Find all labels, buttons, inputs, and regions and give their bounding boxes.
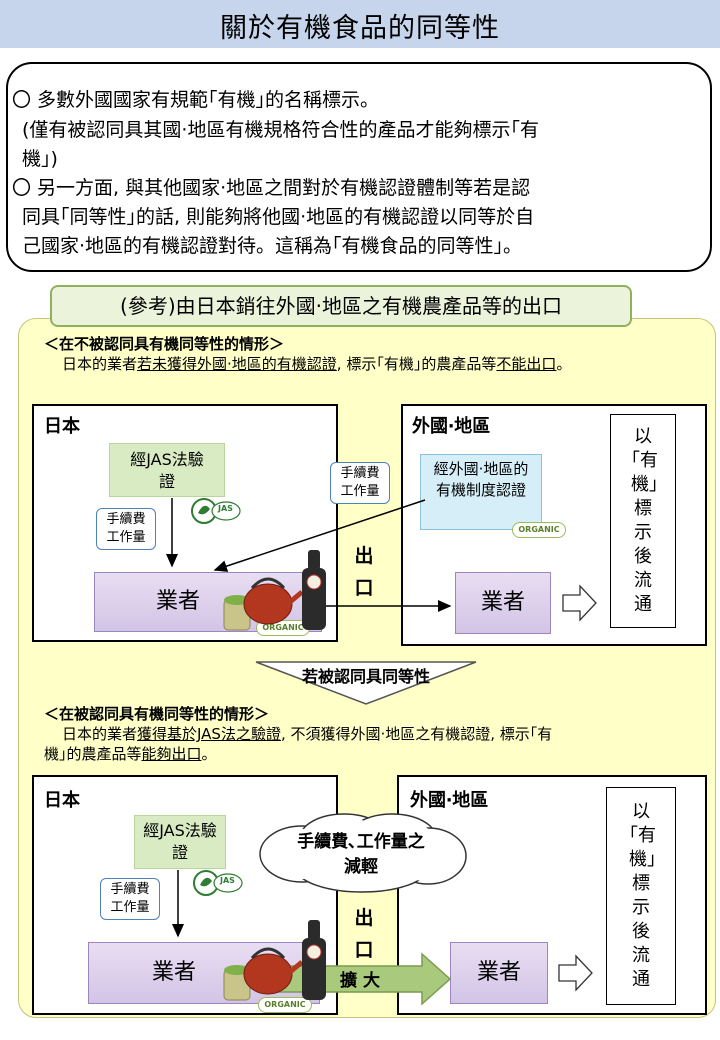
case2-text-pre2: 機｣的農產品等: [44, 745, 142, 763]
intro-line-3: 機｣): [22, 148, 58, 170]
case2-text-end2: 。: [201, 745, 217, 763]
intro-line-4: 〇 另一方面, 與其他國家‧地區之間對於有機認證體制等若是認: [12, 177, 531, 199]
transition-label: 若被認同具同等性: [301, 667, 430, 686]
case1-export-label: 出口: [354, 545, 374, 599]
case1-foreign-label: 外國‧地區: [412, 416, 491, 437]
title-bar: [0, 0, 720, 48]
intro-line-1: 〇 多數外國國家有規範｢有機｣的名稱標示。: [12, 89, 380, 111]
case1-heading: ＜在不被認同具有機同等性的情形＞: [44, 335, 285, 353]
case2-fee-label: 手續費工作量: [100, 878, 160, 920]
intro-line-6: 己國家‧地區的有機認證對待。這稱為｢有機食品的同等性｣。: [22, 235, 523, 257]
case1-jas-cert-box: 經JAS法驗證: [109, 443, 225, 497]
intro-box: 〇 多數外國國家有規範｢有機｣的名稱標示。 (僅有被認同具其國‧地區有機規格符合…: [6, 62, 712, 272]
case1-text-underline-2: 不能出口: [496, 355, 557, 373]
case2-outline-arrow: [558, 954, 593, 992]
case1-fee-label: 手續費工作量: [96, 508, 156, 550]
intro-line-5: 同具｢同等性｣的話, 則能夠將他國‧地區的有機認證以同等於自: [22, 206, 535, 228]
transition-arrow: [255, 661, 477, 705]
case1-foreign-cert-box: 經外國‧地區的有機制度認證: [420, 454, 542, 530]
case1-product-image: [223, 550, 326, 631]
case2-foreign-business-box: 業者: [450, 942, 548, 1004]
case2-text-pre: 日本的業者: [62, 725, 138, 743]
case1-text: 日本的業者若未獲得外國‧地區的有機認證, 標示｢有機｣的農產品等不能出口。: [62, 354, 571, 374]
case2-jas-mark-text: JAS: [220, 876, 235, 885]
case2-japan-label: 日本: [44, 790, 80, 811]
case1-vertical-label: 以｢有機｣標示後流通: [610, 414, 676, 628]
reference-label: (參考)由日本銷往外國‧地區之有機農產品等的出口: [120, 294, 562, 318]
case2-heading: ＜在被認同具有機同等性的情形＞: [44, 705, 270, 723]
page-title: 關於有機食品的同等性: [220, 13, 500, 44]
cloud-shape: [259, 813, 467, 893]
case1-jas-mark-text: JAS: [218, 504, 233, 513]
case1-foreign-fee-label: 手續費工作量: [330, 462, 390, 504]
case2-jas-cert-box: 經JAS法驗證: [134, 815, 226, 869]
case2-foreign-label: 外國‧地區: [410, 790, 489, 811]
case2-text-underline-1: 獲得基於JAS法之驗證: [137, 725, 281, 743]
case2-export-label: 出口: [354, 907, 374, 961]
case2-text-end: , 不須獲得外國‧地區之有機認證, 標示｢有: [280, 725, 553, 743]
case2-text-line1: 日本的業者獲得基於JAS法之驗證, 不須獲得外國‧地區之有機認證, 標示｢有: [62, 724, 552, 744]
case1-foreign-business-box: 業者: [455, 572, 551, 634]
expand-label: 擴 大: [340, 971, 380, 991]
cloud-label: 手續費､工作量之減輕: [297, 832, 425, 877]
case2-organic-badge: ORGANIC: [258, 997, 312, 1013]
case2-jas-mark-icon: [193, 870, 243, 896]
case1-text-underline-1: 若未獲得外國‧地區的有機認證: [137, 355, 337, 373]
intro-line-2: (僅有被認同具其國‧地區有機規格符合性的產品才能夠標示｢有: [22, 119, 539, 141]
case1-text-mid: , 標示｢有機｣的農產品等: [336, 355, 497, 373]
case1-outline-arrow: [562, 584, 597, 622]
case2-vertical-label: 以｢有機｣標示後流通: [606, 787, 676, 1005]
case2-product-image: [223, 920, 326, 1001]
case1-jas-mark-icon: [191, 498, 241, 524]
case2-text-line2: 機｣的農產品等能夠出口。: [44, 744, 217, 764]
case1-foreign-organic-badge: ORGANIC: [512, 522, 566, 538]
case1-japan-label: 日本: [44, 416, 80, 437]
case1-text-pre: 日本的業者: [62, 355, 138, 373]
reference-tab: [50, 285, 632, 327]
case2-text-underline-2: 能夠出口: [141, 745, 202, 763]
case1-text-end: 。: [556, 355, 572, 373]
